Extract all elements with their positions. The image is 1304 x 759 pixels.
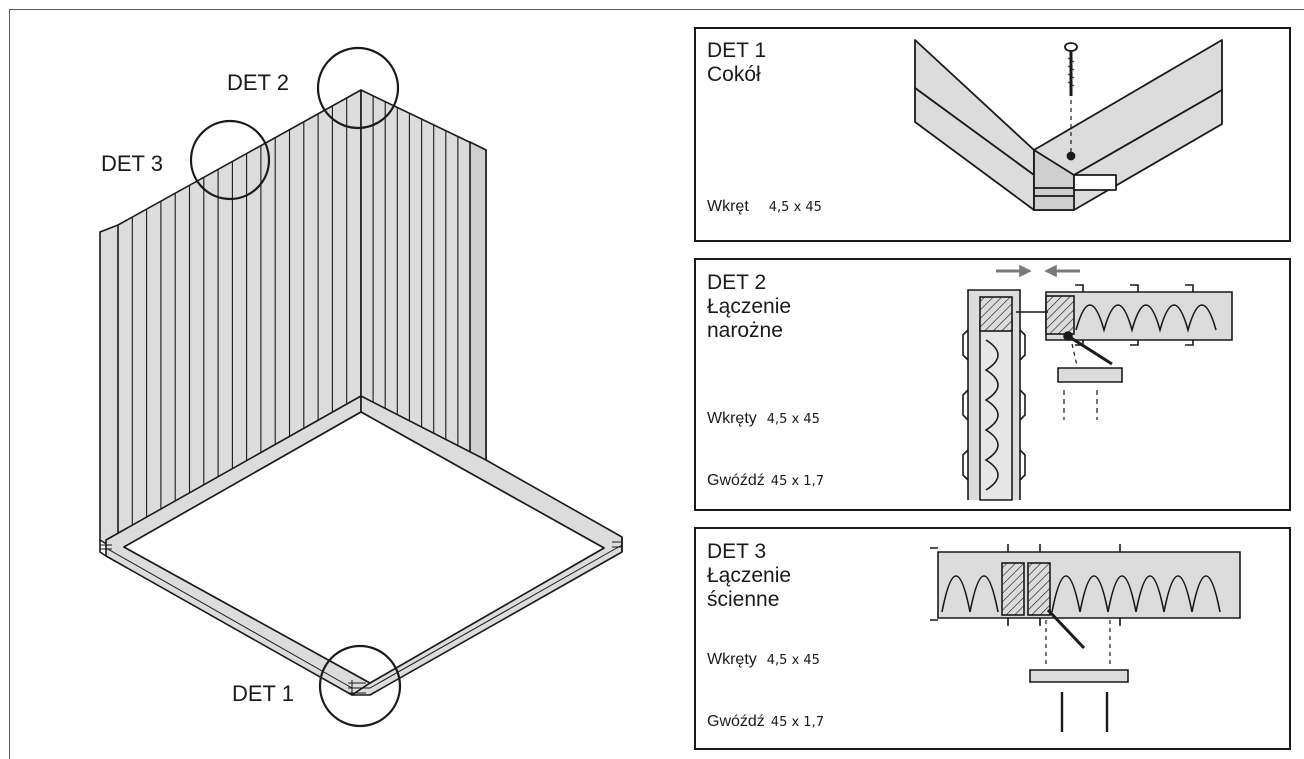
detail-circles <box>189 46 402 728</box>
det3-panel <box>694 527 1291 750</box>
callout-det1-label: DET 1 <box>232 681 294 706</box>
det2-panel-title: DET 2 Łączenie narożne <box>707 271 792 342</box>
part-size: 4,5 x 45 <box>766 653 820 668</box>
det1-panel <box>694 27 1291 242</box>
part-name: Wkręty <box>707 651 757 668</box>
det2-illustration <box>962 264 1233 501</box>
det2-circle <box>316 46 400 130</box>
part-size: 45 x 1,7 <box>770 715 824 730</box>
det3-part-row-2: Gwóźdź 45 x 1,7 <box>707 713 824 732</box>
part-name: Gwóźdź <box>707 713 765 730</box>
det1-illustration <box>914 39 1223 211</box>
part-name: Wkręt <box>707 198 749 215</box>
part-size: 45 x 1,7 <box>770 474 824 489</box>
det1-circle <box>318 644 402 728</box>
part-name: Wkręty <box>707 410 757 427</box>
part-size: 4,5 x 45 <box>768 200 822 215</box>
det1-part-row: Wkręt 4,5 x 45 <box>707 198 822 217</box>
part-size: 4,5 x 45 <box>766 412 820 427</box>
det1-panel-title: DET 1 Cokół <box>707 39 767 86</box>
shed-corner-isometric <box>99 89 623 696</box>
det3-illustration <box>930 544 1241 732</box>
floor-opening <box>123 411 605 684</box>
det2-panel <box>694 258 1291 511</box>
det2-part-row-1: Wkręty 4,5 x 45 <box>707 410 820 429</box>
det3-circle <box>189 119 271 201</box>
page-frame <box>9 9 1304 759</box>
left-wall-planks <box>131 97 348 532</box>
part-name: Gwóźdź <box>707 472 765 489</box>
det3-panel-title: DET 3 Łączenie ścienne <box>707 540 792 611</box>
callout-det3-label: DET 3 <box>101 151 163 176</box>
right-wall-end <box>469 141 487 463</box>
callout-det2-label: DET 2 <box>227 70 289 95</box>
det2-part-row-2: Gwóźdź 45 x 1,7 <box>707 472 824 491</box>
det3-part-row-1: Wkręty 4,5 x 45 <box>707 651 820 670</box>
push-arrows <box>996 264 1080 278</box>
right-wall-planks <box>372 95 459 450</box>
